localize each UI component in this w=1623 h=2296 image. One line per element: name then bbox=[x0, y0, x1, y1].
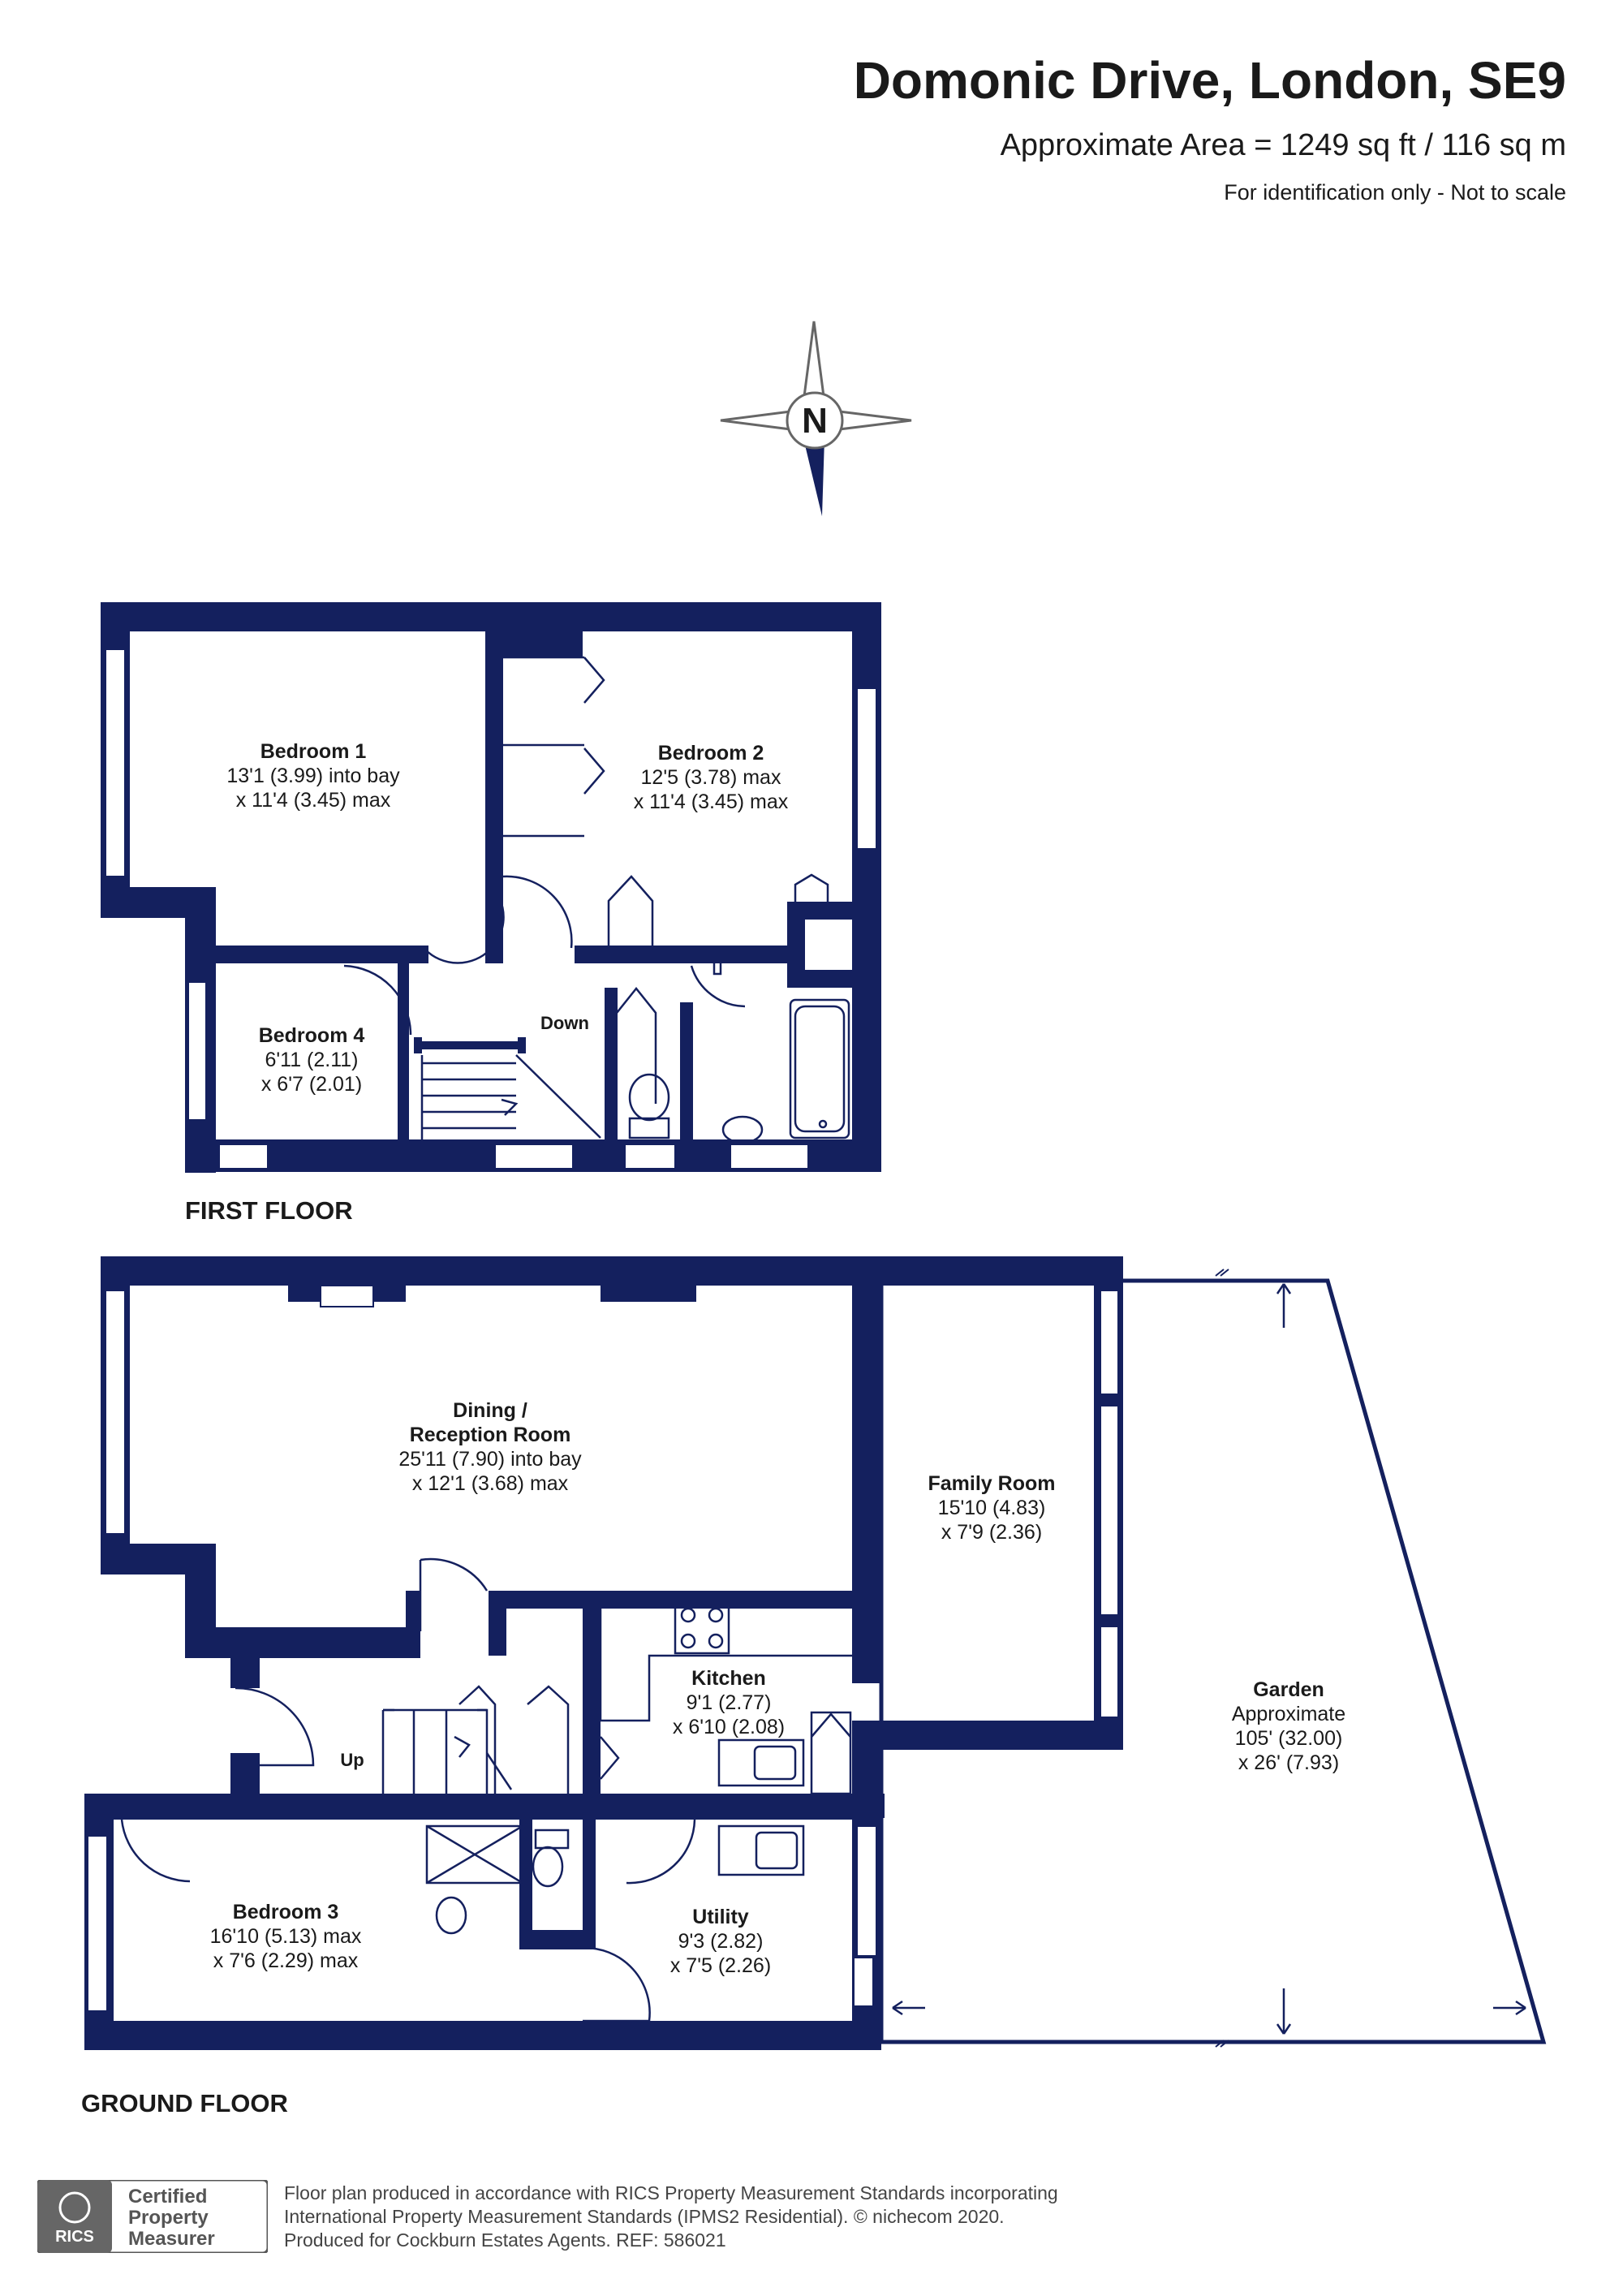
room-dimension: x 11'4 (3.45) max bbox=[236, 789, 391, 812]
page-title: Domonic Drive, London, SE9 bbox=[853, 51, 1566, 110]
badge-line: Measurer bbox=[128, 2228, 215, 2250]
compass-north-letter: N bbox=[802, 401, 828, 441]
stairs-up-label: Up bbox=[340, 1750, 364, 1770]
badge-line: Certified bbox=[128, 2186, 207, 2208]
garden-boundary bbox=[879, 1269, 1547, 2048]
room-name: Utility bbox=[692, 1906, 749, 1928]
room-utility: Utility 9'3 (2.82) x 7'5 (2.26) bbox=[670, 1906, 771, 1977]
room-dimension: x 7'6 (2.29) max bbox=[213, 1949, 359, 1972]
identification-note: For identification only - Not to scale bbox=[1224, 180, 1566, 205]
room-dimension: x 26' (7.93) bbox=[1238, 1751, 1339, 1774]
room-dimension: 6'11 (2.11) bbox=[265, 1049, 358, 1071]
room-name: Garden bbox=[1253, 1678, 1324, 1701]
room-bedroom-3: Bedroom 3 16'10 (5.13) max x 7'6 (2.29) … bbox=[210, 1901, 362, 1972]
room-name: Family Room bbox=[928, 1472, 1056, 1495]
room-dimension: x 7'9 (2.36) bbox=[941, 1521, 1042, 1544]
first-floor-label: FIRST FLOOR bbox=[185, 1196, 353, 1225]
room-bedroom-1: Bedroom 1 13'1 (3.99) into bay x 11'4 (3… bbox=[226, 740, 400, 812]
room-name: Dining / bbox=[453, 1399, 527, 1422]
first-floor-walls bbox=[101, 602, 881, 1173]
compass-rose-icon: N bbox=[720, 321, 912, 516]
room-dimension: x 12'1 (3.68) max bbox=[412, 1472, 569, 1495]
room-dimension: x 6'10 (2.08) bbox=[673, 1716, 785, 1738]
room-dimension: Approximate bbox=[1232, 1703, 1345, 1725]
area-garden: Garden Approximate 105' (32.00) x 26' (7… bbox=[1232, 1678, 1345, 1774]
room-bedroom-4: Bedroom 4 6'11 (2.11) x 6'7 (2.01) bbox=[259, 1024, 365, 1096]
room-name: Reception Room bbox=[410, 1424, 571, 1446]
room-dimension: x 11'4 (3.45) max bbox=[634, 790, 789, 813]
room-dimension: 105' (32.00) bbox=[1235, 1727, 1343, 1750]
room-dining-reception: Dining / Reception Room 25'11 (7.90) int… bbox=[398, 1399, 582, 1495]
footer-disclaimer: Floor plan produced in accordance with R… bbox=[284, 2182, 1058, 2252]
first-floor-windows bbox=[105, 648, 877, 1170]
room-name: Bedroom 4 bbox=[259, 1024, 365, 1047]
room-dimension: x 7'5 (2.26) bbox=[670, 1954, 771, 1977]
first-floor-fittings bbox=[343, 656, 850, 1144]
ground-floor-fittings bbox=[120, 1557, 852, 2022]
footer-line: Produced for Cockburn Estates Agents. RE… bbox=[284, 2229, 726, 2251]
ground-floor-label: GROUND FLOOR bbox=[81, 2089, 288, 2117]
footer-line: Floor plan produced in accordance with R… bbox=[284, 2182, 1058, 2203]
room-dimension: x 6'7 (2.01) bbox=[261, 1073, 362, 1096]
room-name: Bedroom 1 bbox=[260, 740, 367, 763]
room-name: Bedroom 3 bbox=[233, 1901, 339, 1923]
room-name: Bedroom 2 bbox=[658, 742, 764, 765]
room-dimension: 9'3 (2.82) bbox=[678, 1930, 764, 1953]
rics-certified-badge: RICS Certified Property Measurer bbox=[37, 2180, 268, 2253]
ground-floor-windows bbox=[87, 1285, 1119, 2012]
footer-line: International Property Measurement Stand… bbox=[284, 2206, 1005, 2227]
room-bedroom-2: Bedroom 2 12'5 (3.78) max x 11'4 (3.45) … bbox=[634, 742, 789, 813]
room-name: Kitchen bbox=[691, 1667, 766, 1690]
room-kitchen: Kitchen 9'1 (2.77) x 6'10 (2.08) bbox=[673, 1667, 785, 1738]
approximate-area: Approximate Area = 1249 sq ft / 116 sq m bbox=[1000, 128, 1566, 162]
rics-logo-icon bbox=[58, 2191, 91, 2224]
room-dimension: 13'1 (3.99) into bay bbox=[226, 765, 400, 787]
room-dimension: 12'5 (3.78) max bbox=[641, 766, 781, 789]
room-dimension: 16'10 (5.13) max bbox=[210, 1925, 362, 1948]
room-family: Family Room 15'10 (4.83) x 7'9 (2.36) bbox=[928, 1472, 1056, 1544]
room-dimension: 15'10 (4.83) bbox=[938, 1497, 1046, 1519]
rics-org: RICS bbox=[55, 2228, 94, 2246]
room-dimension: 25'11 (7.90) into bay bbox=[398, 1448, 582, 1471]
stairs-down-label: Down bbox=[540, 1013, 589, 1033]
badge-line: Property bbox=[128, 2207, 209, 2229]
room-dimension: 9'1 (2.77) bbox=[687, 1691, 772, 1714]
